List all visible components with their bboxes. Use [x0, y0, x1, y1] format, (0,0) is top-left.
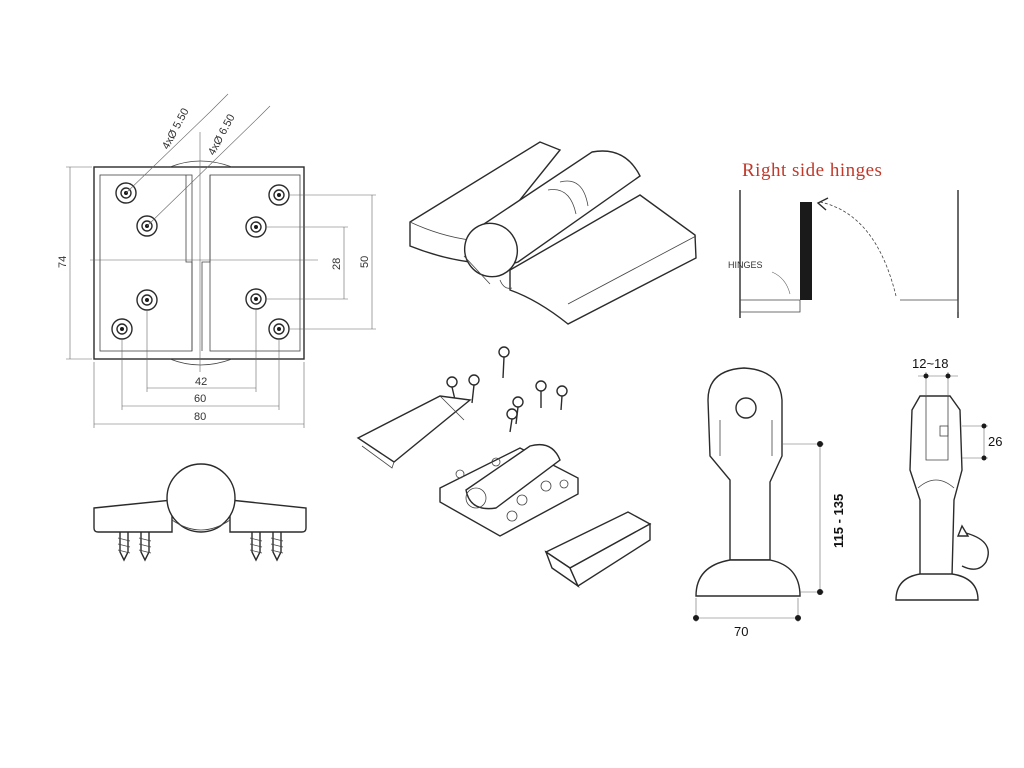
dim-inner-vertical: 28 [331, 258, 343, 270]
door-panel [800, 202, 812, 300]
dim-height: 74 [57, 256, 69, 268]
dim-width: 80 [194, 411, 206, 423]
hinges-label: HINGES [728, 260, 763, 270]
dim-outer-vertical: 50 [359, 256, 371, 268]
hinge-3d-view [409, 141, 697, 325]
adjustable-foot-side: 12~18 26 [895, 356, 1002, 601]
adjustable-foot-front: 115 - 135 70 [693, 367, 846, 639]
dim-clamp-height: 26 [988, 434, 1002, 449]
hinge-kit-exploded [356, 346, 652, 588]
dim-foot-height: 115 - 135 [831, 494, 846, 548]
hole-large-callout: 4xØ 6.50 [206, 112, 238, 157]
right-side-hinges-panel: Right side hinges HINGES [728, 160, 959, 318]
dim-mid-horizontal: 60 [194, 393, 206, 405]
hole-group [111, 182, 290, 340]
dim-inner-horizontal: 42 [195, 376, 207, 388]
dim-foot-base: 70 [734, 624, 748, 639]
dim-thickness: 12~18 [912, 356, 949, 371]
hinge-side-view [93, 463, 307, 562]
hinge-front-view: 4xØ 5.50 4xØ 6.50 74 28 50 42 60 80 [57, 93, 376, 428]
screw-group [117, 532, 284, 562]
kit-screw-group [446, 346, 568, 433]
panel-title: Right side hinges [742, 160, 882, 181]
